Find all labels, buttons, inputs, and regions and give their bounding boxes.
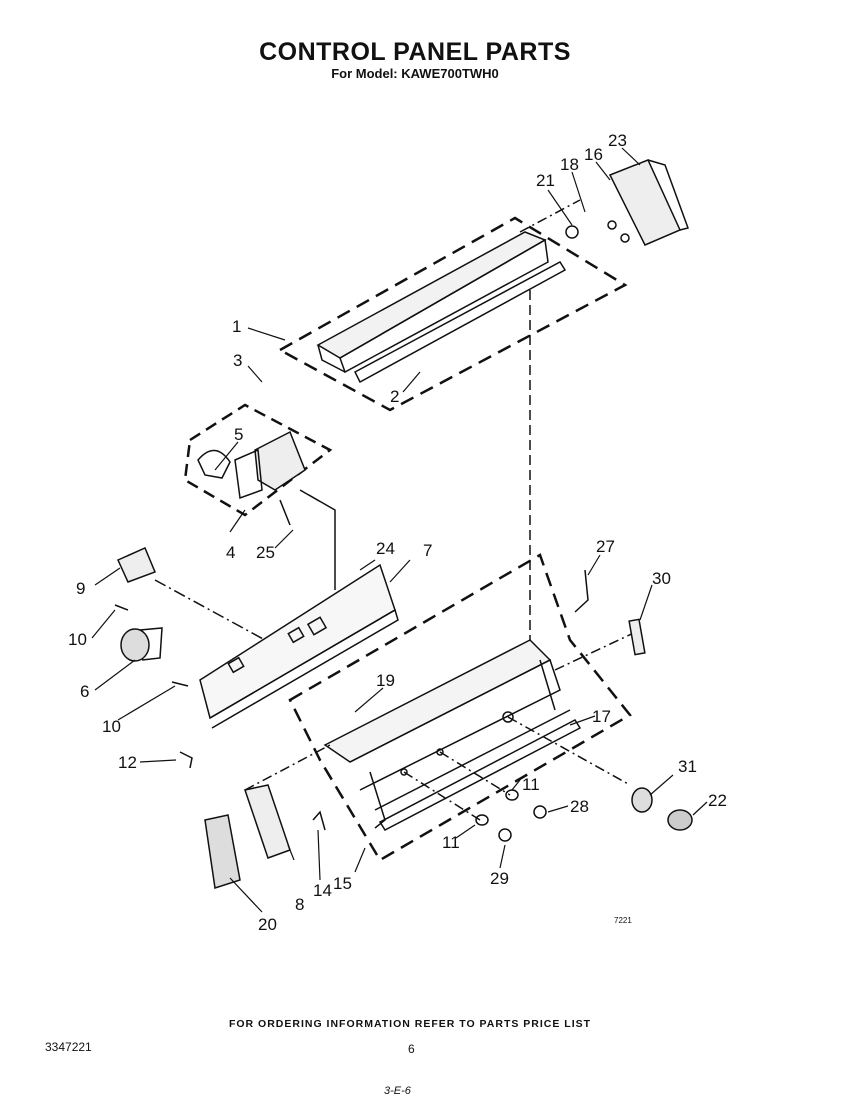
part-label: 16 [584, 145, 603, 164]
part-label: 2 [390, 387, 399, 406]
page-title: CONTROL PANEL PARTS [259, 38, 571, 66]
part-label: 3 [233, 351, 242, 370]
part-label: 30 [652, 569, 671, 588]
part-label: 18 [560, 155, 579, 174]
part-label: 29 [490, 869, 509, 888]
part-label: 25 [256, 543, 275, 562]
image-code: 7221 [614, 916, 632, 925]
end-bracket-shape [608, 159, 682, 246]
end-cap-shape [244, 784, 291, 859]
part-label: 10 [68, 630, 87, 649]
part-label: 28 [570, 797, 589, 816]
part-label-group: 1 2 3 4 5 6 7 8 9 10 10 11 11 12 14 15 1… [68, 131, 727, 934]
console-group-outline [277, 216, 628, 412]
model-subtitle: For Model: KAWE700TWH0 [331, 66, 499, 81]
exploded-parts-diagram: 1 2 3 4 5 6 7 8 9 10 10 11 11 12 14 15 1… [68, 131, 727, 934]
trim-strip-shape [354, 261, 567, 384]
part-label: 11 [522, 775, 540, 794]
page-reference: 3-E-6 [384, 1085, 411, 1097]
part-label: 7 [423, 541, 432, 560]
base-group-outline [288, 553, 632, 862]
part-label: 6 [80, 682, 89, 701]
part-label: 8 [295, 895, 304, 914]
page-number: 6 [408, 1042, 415, 1056]
part-label: 9 [76, 579, 85, 598]
part-label: 4 [226, 543, 235, 562]
part-label: 24 [376, 539, 395, 558]
part-label: 1 [232, 317, 241, 336]
part-label: 12 [118, 753, 137, 772]
part-label: 11 [442, 833, 460, 852]
part-label: 23 [608, 131, 627, 150]
part-label: 15 [333, 874, 352, 893]
switch-shape [117, 547, 156, 583]
part-label: 5 [234, 425, 243, 444]
rail-shape [378, 719, 582, 831]
part-label: 27 [596, 537, 615, 556]
part-label: 20 [258, 915, 277, 934]
document-number: 3347221 [45, 1040, 92, 1054]
console-shape [316, 231, 547, 359]
part-label: 21 [536, 171, 555, 190]
mounting-bracket-shape [323, 639, 552, 763]
timer-shape [254, 430, 306, 491]
ordering-note: FOR ORDERING INFORMATION REFER TO PARTS … [228, 1018, 592, 1030]
end-insert-shape [204, 814, 241, 889]
part-label: 22 [708, 791, 727, 810]
part-label: 17 [592, 707, 611, 726]
part-label: 19 [376, 671, 395, 690]
part-label: 31 [678, 757, 697, 776]
part-label: 14 [313, 881, 332, 900]
part-label: 10 [102, 717, 121, 736]
